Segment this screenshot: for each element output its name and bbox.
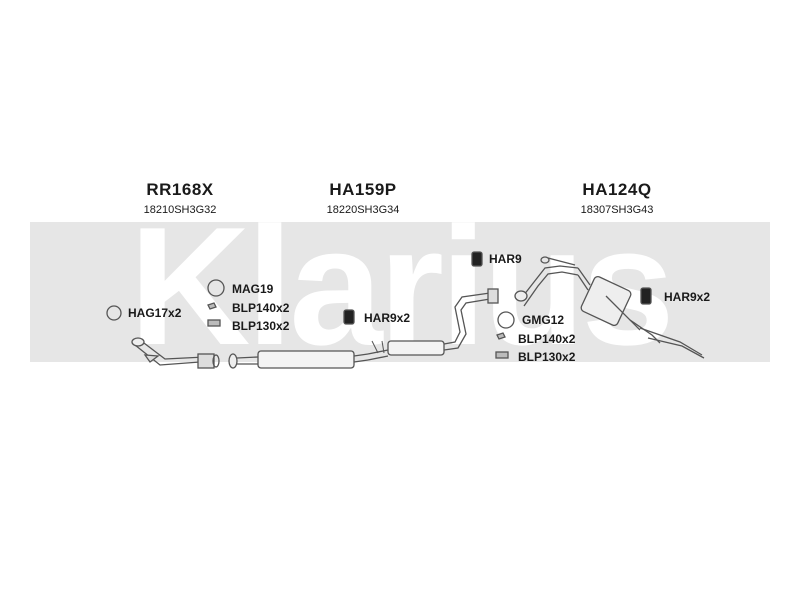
label-blp140-rear: BLP140x2 xyxy=(518,332,576,346)
part-code: HA124Q xyxy=(582,180,652,199)
label-hag17: HAG17x2 xyxy=(128,306,182,320)
part-header-centre-section: HA159P 18220SH3G34 xyxy=(283,180,443,216)
label-har9x2-centre: HAR9x2 xyxy=(364,311,411,325)
centre-section-drawing xyxy=(228,288,499,369)
part-code: RR168X xyxy=(146,180,214,199)
oem-number: 18307SH3G43 xyxy=(580,204,654,216)
part-code: HA159P xyxy=(329,180,397,199)
label-mag19: MAG19 xyxy=(232,282,274,296)
label-blp140-front: BLP140x2 xyxy=(232,301,290,315)
label-gmg12: GMG12 xyxy=(522,313,565,327)
label-har9x2-rear: HAR9x2 xyxy=(664,290,711,304)
oem-number: 18210SH3G32 xyxy=(143,204,217,216)
front-pipe-drawing xyxy=(131,337,220,369)
label-blp130-rear: BLP130x2 xyxy=(518,350,576,364)
label-blp130-front: BLP130x2 xyxy=(232,319,290,333)
part-header-rear-box: HA124Q 18307SH3G43 xyxy=(537,180,697,216)
part-header-front-pipe: RR168X 18210SH3G32 xyxy=(100,180,260,216)
clamp-and-gasket-drawings xyxy=(106,251,652,359)
label-har9: HAR9 xyxy=(489,252,522,266)
oem-number: 18220SH3G34 xyxy=(326,204,400,216)
rear-box-drawing xyxy=(519,256,705,359)
